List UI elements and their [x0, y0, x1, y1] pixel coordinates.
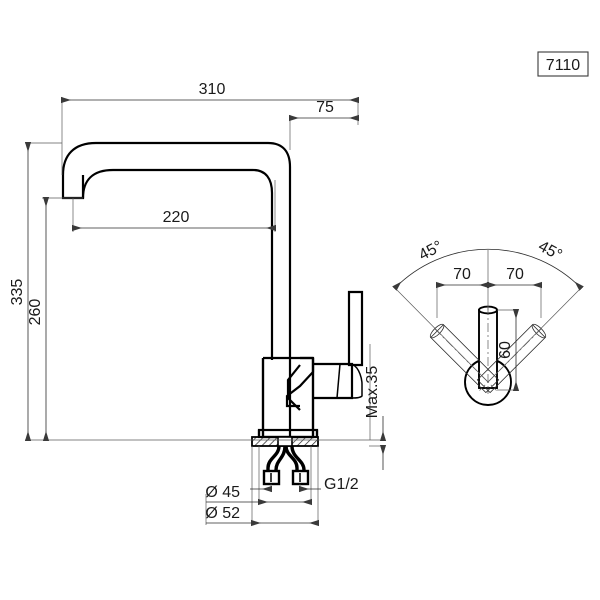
dimension-335: 335 — [9, 142, 32, 441]
dimension-70-right: 70 — [487, 266, 542, 289]
hose-right-inner — [284, 445, 299, 474]
dimension-60: 60 — [497, 309, 520, 391]
dimension-75: 75 — [289, 99, 359, 122]
dimension-260-label: 260 — [27, 299, 44, 326]
body-shoulder-chamfer — [286, 364, 301, 411]
mounting-washer — [251, 428, 319, 447]
top-view-swivel-plan: 45° 45° 70 70 60 — [392, 238, 584, 406]
dimension-max35: Max.35 — [364, 366, 387, 470]
product-code-label: 7110 — [546, 57, 581, 74]
dimension-g12-label: G1/2 — [324, 476, 359, 493]
angle-left-label: 45° — [416, 238, 445, 264]
lever-neck-collar — [285, 356, 315, 408]
spout-outlet-nozzle — [61, 175, 85, 200]
dimension-220-label: 220 — [163, 209, 190, 226]
product-code-box — [537, 51, 589, 77]
hose-left-outer — [266, 445, 281, 474]
dimension-dia52-label: Ø 52 — [205, 505, 240, 522]
base-flange — [257, 428, 319, 439]
angle-leader-right — [487, 289, 580, 383]
dimension-dia45-label: Ø 45 — [205, 484, 240, 501]
spout-plan-center — [478, 305, 498, 394]
spout-inner-contour — [81, 168, 274, 360]
lever-handle — [347, 290, 364, 367]
product-code-badge: 7110 — [537, 51, 589, 77]
dimension-75-label: 75 — [316, 99, 334, 116]
swivel-arc — [392, 248, 584, 291]
center-stud — [277, 436, 293, 447]
angle-leader-left — [396, 289, 489, 383]
dimension-310-label: 310 — [199, 81, 226, 98]
dimension-70-left: 70 — [436, 266, 489, 289]
dimension-335-label: 335 — [9, 279, 26, 306]
lever-hub-round-end — [351, 363, 363, 399]
dimension-70-left-label: 70 — [453, 266, 471, 283]
lever-hub-block — [313, 362, 354, 400]
dimension-220: 220 — [72, 209, 276, 232]
dimension-dia45: Ø 45 — [205, 484, 312, 506]
dimension-max35-label: Max.35 — [364, 366, 381, 419]
spout-outer-contour — [61, 141, 292, 437]
witness-lines — [25, 97, 380, 525]
dimension-60-label: 60 — [497, 341, 514, 359]
dimension-260: 260 — [27, 197, 50, 441]
dimension-dia52: Ø 52 — [205, 505, 319, 527]
lever-hub-seam — [336, 363, 341, 399]
dimension-70-right-label: 70 — [506, 266, 524, 283]
dimension-g12: G1/2 — [250, 476, 359, 493]
supply-hoses — [262, 445, 310, 486]
dimension-310: 310 — [61, 81, 359, 104]
side-view-faucet — [61, 141, 364, 486]
